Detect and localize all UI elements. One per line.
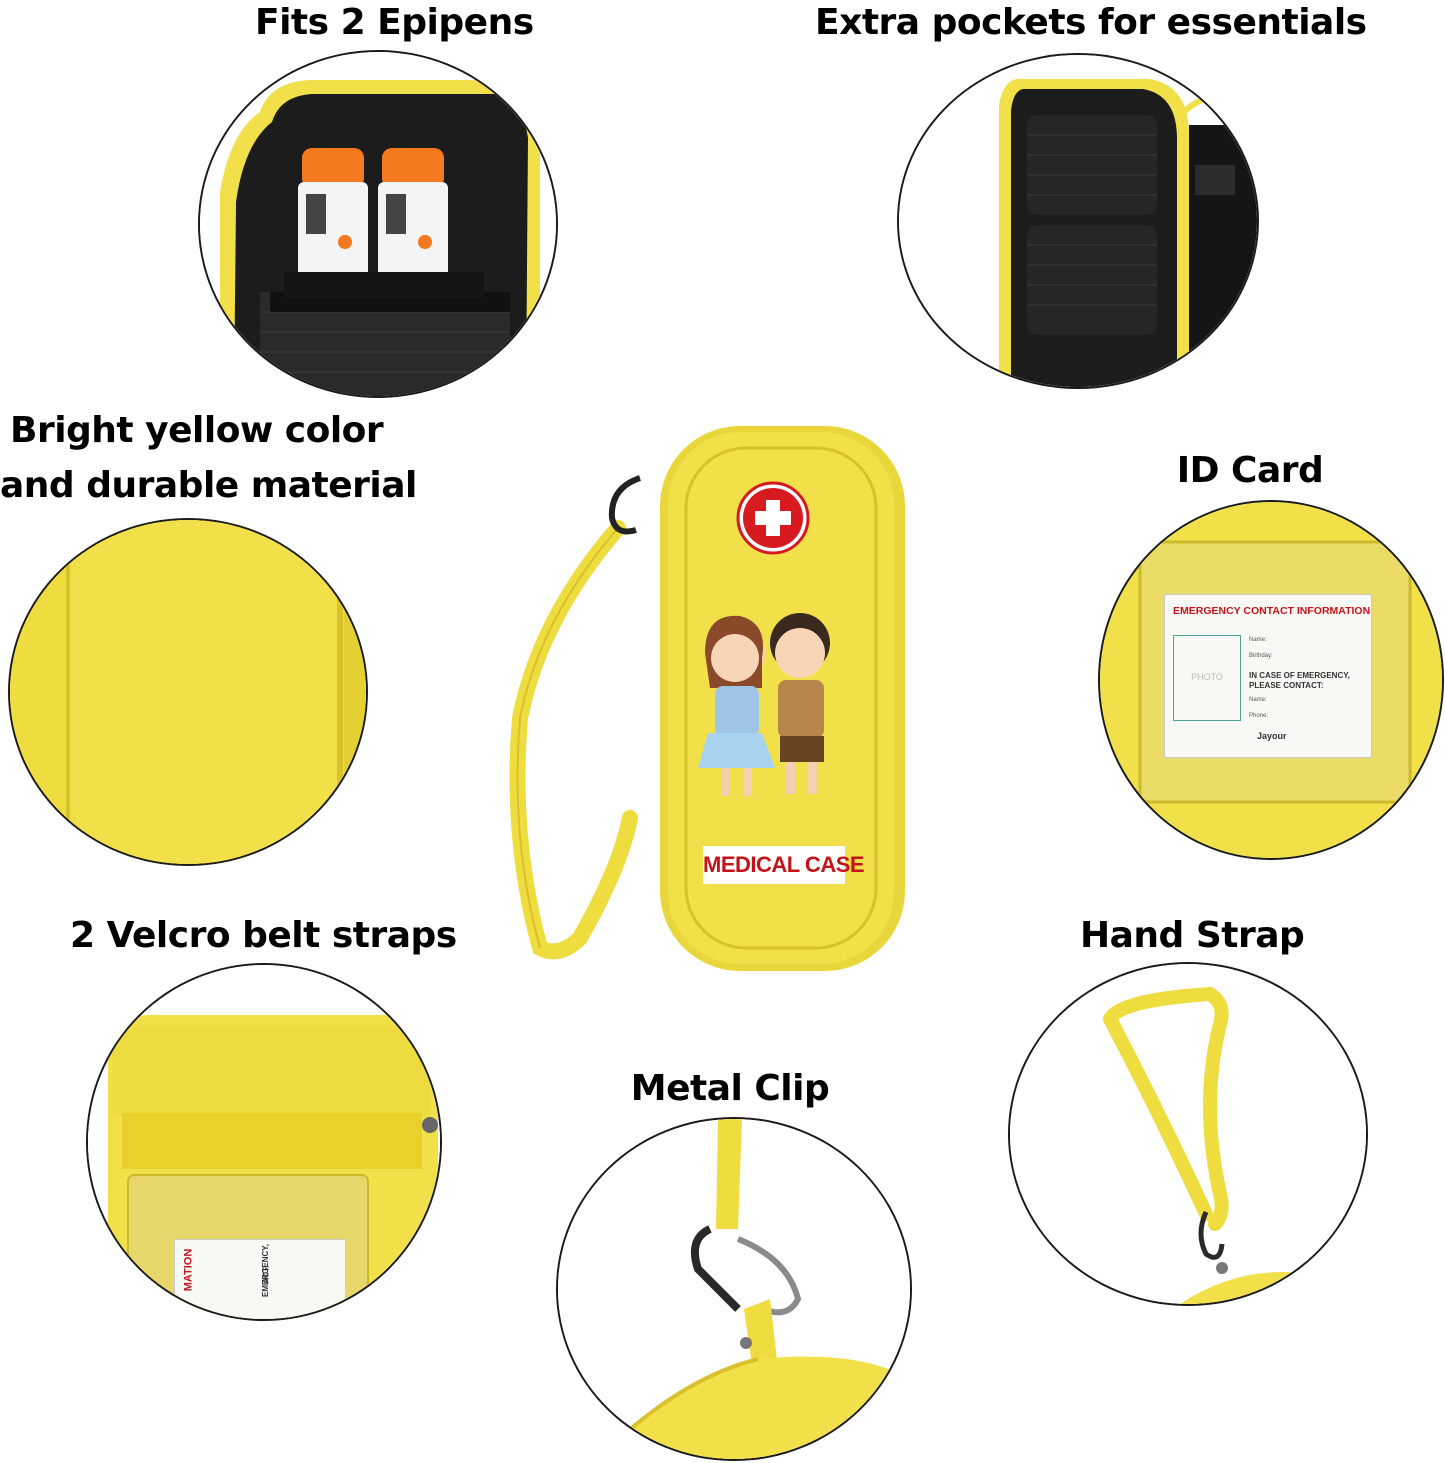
extra-pockets-photo — [897, 53, 1259, 389]
photo-box: PHOTO — [1173, 635, 1241, 721]
emergency-contact-card: EMERGENCY CONTACT INFORMATION PHOTO Name… — [1164, 594, 1372, 758]
id-card-photo: EMERGENCY CONTACT INFORMATION PHOTO Name… — [1098, 500, 1444, 860]
field-contact-name: Name: — [1249, 697, 1267, 703]
label-hand-strap: Hand Strap — [1080, 915, 1305, 956]
medical-case-product: MEDICAL CASE — [500, 418, 920, 978]
field-phone: Phone: — [1249, 713, 1269, 719]
label-bright-yellow-line1: Bright yellow color — [10, 410, 384, 451]
metal-clip-photo — [556, 1117, 912, 1461]
hand-strap-photo — [1008, 962, 1368, 1306]
velcro-card: MATION EMERGENCY, ACT: — [174, 1239, 346, 1319]
velcro-strap-photo: MATION EMERGENCY, ACT: — [86, 963, 442, 1321]
card-title: EMERGENCY CONTACT INFORMATION — [1173, 605, 1371, 617]
label-velcro-straps: 2 Velcro belt straps — [70, 915, 457, 956]
label-bright-yellow-line2: and durable material — [0, 465, 417, 506]
yellow-fabric-photo — [8, 518, 368, 866]
photo-label: PHOTO — [1191, 672, 1223, 682]
epipen-interior-photo — [198, 50, 558, 398]
velcro-card-title: MATION — [182, 1248, 195, 1292]
emergency-line1: IN CASE OF EMERGENCY, — [1249, 671, 1350, 680]
emergency-line2: PLEASE CONTACT: — [1249, 681, 1324, 690]
medical-case-label: MEDICAL CASE — [703, 852, 865, 877]
label-fits-epipens: Fits 2 Epipens — [255, 2, 534, 43]
label-extra-pockets: Extra pockets for essentials — [815, 2, 1367, 43]
field-birthday: Birthday: — [1249, 653, 1273, 659]
label-metal-clip: Metal Clip — [630, 1068, 830, 1109]
card-brand: Jayour — [1257, 731, 1287, 741]
label-id-card: ID Card — [1176, 450, 1324, 491]
velcro-card-line2: ACT: — [261, 1265, 271, 1284]
field-name: Name: — [1249, 637, 1267, 643]
